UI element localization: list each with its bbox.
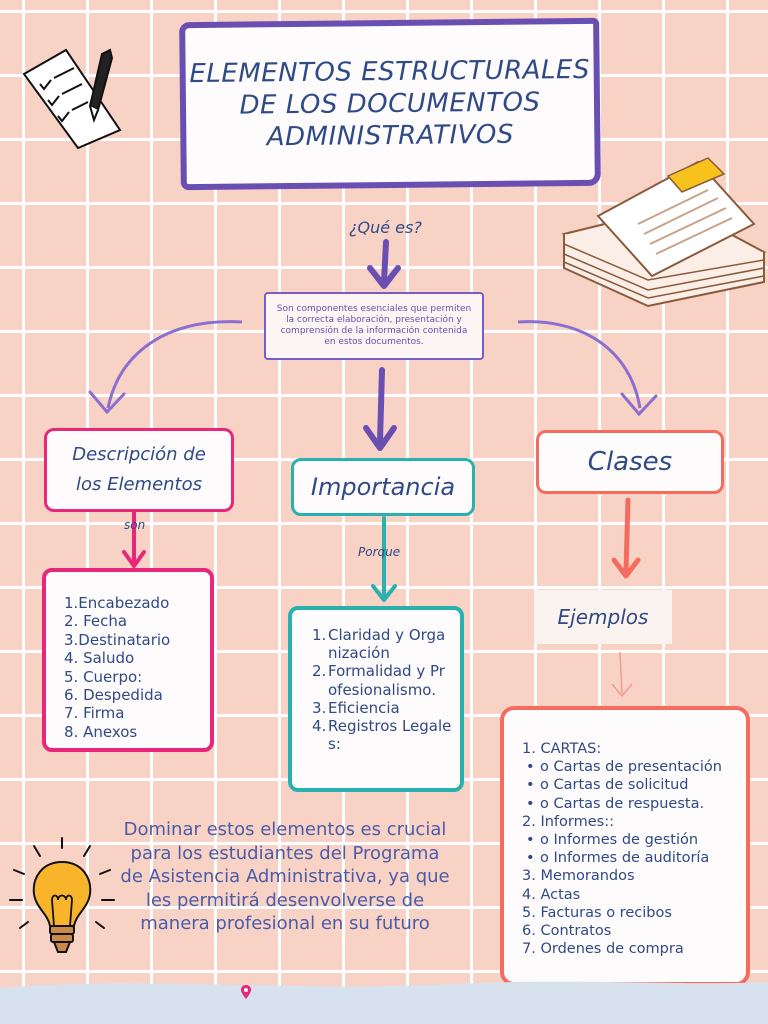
list-item: 1.Claridad y Organización <box>312 626 452 662</box>
importance-box: Importancia <box>291 458 475 516</box>
list-item: 4.Registros Legales: <box>312 717 452 753</box>
list-item: 6. Contratos <box>522 923 612 940</box>
list-item: 7. Ordenes de compra <box>522 941 684 958</box>
list-item: 3.Eficiencia <box>312 699 452 717</box>
classes-list-box: 1. CARTAS:•o Cartas de presentación•o Ca… <box>500 706 750 986</box>
list-item: 5. Facturas o recibos <box>522 904 672 921</box>
list-item-text: Registros Legales: <box>328 717 452 754</box>
elements-list-box: 1.Encabezado 2. Fecha 3.Destinatario 4. … <box>42 568 214 752</box>
examples-label: Ejemplos <box>557 605 649 629</box>
list-item: 6. Despedida <box>64 686 163 705</box>
classes-label: Clases <box>587 447 673 477</box>
list-item-number: 2. <box>312 662 327 681</box>
list-item: 4. Actas <box>522 886 581 903</box>
description-label: Descripción de los Elementos <box>72 440 206 500</box>
list-item: 1.Encabezado <box>64 594 170 612</box>
description-label-line1: Descripción de <box>72 444 206 465</box>
description-box: Descripción de los Elementos <box>44 428 234 512</box>
list-item-number: 3. <box>312 698 327 717</box>
list-item: 7. Firma <box>64 704 125 723</box>
list-item-text: Formalidad y Profesionalismo. <box>328 662 445 699</box>
list-item: 3. Memorandos <box>522 868 635 885</box>
list-item-number: 4. <box>312 717 327 736</box>
list-item: 2. Fecha <box>64 612 128 631</box>
sub-list-item: •o Cartas de presentación <box>526 759 722 776</box>
lightbulb-icon <box>9 837 115 953</box>
sub-list-item: •o Cartas de solicitud <box>526 777 689 794</box>
porque-connector-label: Porque <box>358 545 401 559</box>
bullet-icon: • <box>526 850 535 867</box>
question-label: ¿Qué es? <box>349 218 422 237</box>
bottom-wave <box>0 981 768 1024</box>
list-item-number: 1. <box>312 626 327 644</box>
importance-list: 1.Claridad y Organización 2.Formalidad y… <box>292 610 460 753</box>
sub-list-item: •o Informes de gestión <box>526 832 699 849</box>
sub-list-item: •o Cartas de respuesta. <box>526 795 705 812</box>
list-item: 1. CARTAS: <box>522 741 602 757</box>
classes-list: 1. CARTAS:•o Cartas de presentación•o Ca… <box>504 710 746 958</box>
list-item: 5. Cuerpo: <box>64 667 143 686</box>
importance-list-box: 1.Claridad y Organización 2.Formalidad y… <box>288 606 464 792</box>
list-item-text: Claridad y Organización <box>328 626 446 663</box>
list-item: 8. Anexos <box>64 722 138 741</box>
examples-box: Ejemplos <box>534 590 672 644</box>
conclusion-text: Dominar estos elementos es crucial para … <box>120 819 450 934</box>
definition-box: Son componentes esenciales que permiten … <box>264 292 484 360</box>
checklist-icon <box>22 48 122 150</box>
list-item: 4. Saludo <box>64 649 135 668</box>
location-pin-icon <box>241 985 251 999</box>
bullet-icon: • <box>526 759 535 776</box>
bullet-icon: • <box>526 777 535 794</box>
list-item: 3.Destinatario <box>64 630 171 649</box>
elements-list: 1.Encabezado 2. Fecha 3.Destinatario 4. … <box>46 572 210 741</box>
page-title: ELEMENTOS ESTRUCTURALES DE LOS DOCUMENTO… <box>189 54 591 153</box>
title-box: ELEMENTOS ESTRUCTURALES DE LOS DOCUMENTO… <box>179 17 601 191</box>
classes-box: Clases <box>536 430 724 494</box>
list-item: 2.Formalidad y Profesionalismo. <box>312 662 452 698</box>
sub-list-item: •o Informes de auditoría <box>526 850 710 867</box>
definition-text: Son componentes esenciales que permiten … <box>276 304 472 347</box>
son-connector-label: son <box>124 518 146 532</box>
list-item-text: Eficiencia <box>328 698 400 717</box>
importance-label: Importancia <box>310 473 456 501</box>
document-stack-icon <box>561 157 767 308</box>
list-item: 2. Informes:: <box>522 813 614 830</box>
bullet-icon: • <box>526 795 535 812</box>
bullet-icon: • <box>526 832 535 849</box>
description-label-line2: los Elementos <box>75 474 202 495</box>
